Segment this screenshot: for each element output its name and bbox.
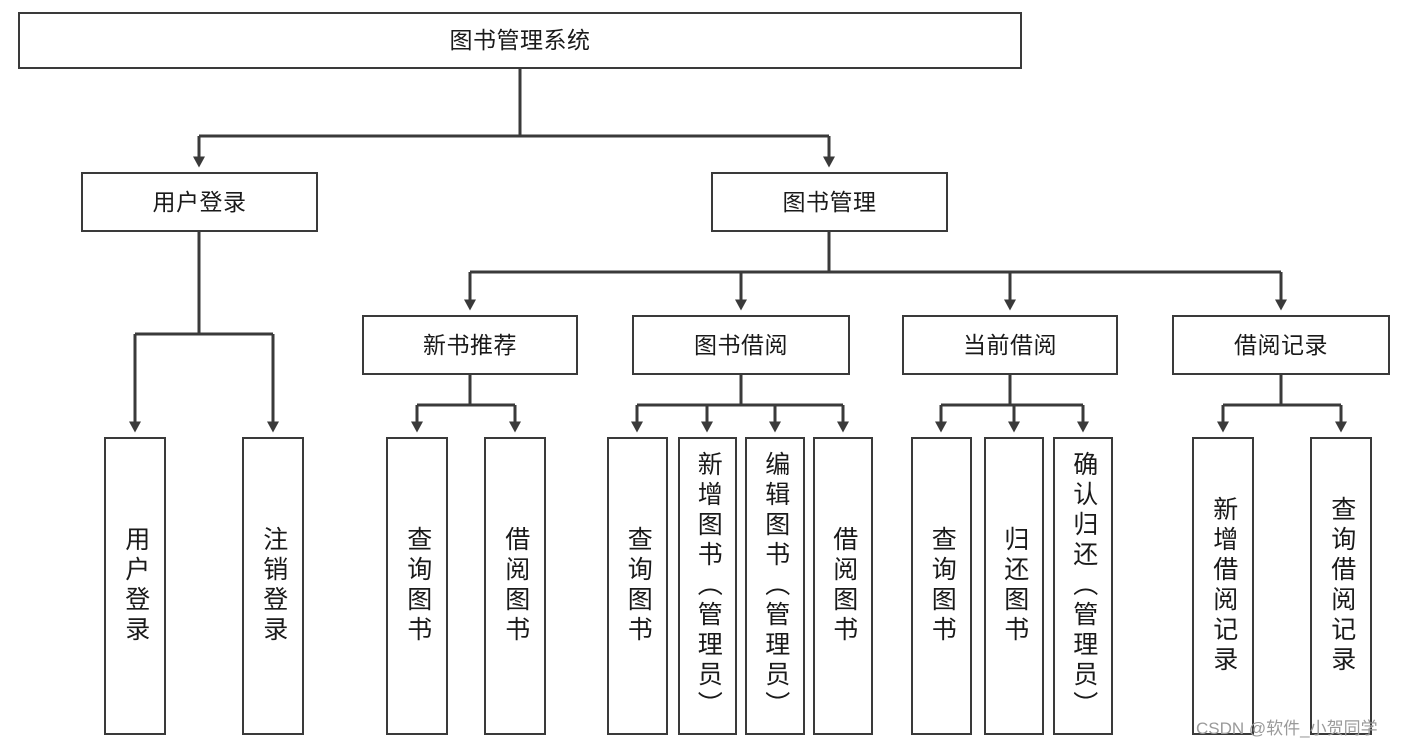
node-leaf-query-book-1[interactable]: 查询图书 (386, 437, 448, 735)
node-root-label: 图书管理系统 (449, 27, 591, 54)
node-leaf-query-record[interactable]: 查询借阅记录 (1310, 437, 1372, 735)
node-leaf-borrow-book-2-label: 借阅图书 (829, 526, 858, 646)
csdn-watermark: CSDN @软件_小贺同学 (1196, 719, 1378, 738)
node-leaf-edit-book-label: 编辑图书（管理员） (761, 451, 790, 721)
node-leaf-edit-book[interactable]: 编辑图书（管理员） (745, 437, 805, 735)
node-user-login[interactable]: 用户登录 (81, 172, 318, 232)
node-leaf-borrow-book-2[interactable]: 借阅图书 (813, 437, 873, 735)
node-borrow-record-label: 借阅记录 (1234, 331, 1328, 358)
node-user-login-label: 用户登录 (152, 188, 247, 215)
node-leaf-add-record[interactable]: 新增借阅记录 (1192, 437, 1254, 735)
node-leaf-return-book[interactable]: 归还图书 (984, 437, 1044, 735)
node-leaf-query-book-1-label: 查询图书 (403, 526, 432, 646)
node-leaf-query-record-label: 查询借阅记录 (1327, 496, 1356, 676)
node-leaf-confirm-return-label: 确认归还（管理员） (1069, 451, 1098, 721)
node-leaf-query-book-3-label: 查询图书 (928, 526, 957, 646)
node-borrow-record[interactable]: 借阅记录 (1172, 315, 1390, 375)
node-leaf-logout-login[interactable]: 注销登录 (242, 437, 304, 735)
node-leaf-borrow-book-1[interactable]: 借阅图书 (484, 437, 546, 735)
node-new-book-rec[interactable]: 新书推荐 (362, 315, 578, 375)
node-leaf-user-login-label: 用户登录 (121, 526, 150, 646)
node-book-borrow[interactable]: 图书借阅 (632, 315, 850, 375)
node-root[interactable]: 图书管理系统 (18, 12, 1022, 69)
node-leaf-return-book-label: 归还图书 (1000, 526, 1029, 646)
node-leaf-add-book[interactable]: 新增图书（管理员） (678, 437, 737, 735)
node-book-borrow-label: 图书借阅 (694, 331, 788, 358)
node-leaf-query-book-2[interactable]: 查询图书 (607, 437, 668, 735)
node-leaf-user-login[interactable]: 用户登录 (104, 437, 166, 735)
node-leaf-query-book-2-label: 查询图书 (624, 526, 653, 646)
node-current-borrow[interactable]: 当前借阅 (902, 315, 1118, 375)
node-leaf-borrow-book-1-label: 借阅图书 (501, 526, 530, 646)
node-book-manage-label: 图书管理 (782, 188, 877, 215)
node-leaf-add-record-label: 新增借阅记录 (1209, 496, 1238, 676)
node-leaf-logout-login-label: 注销登录 (259, 526, 288, 646)
node-leaf-confirm-return[interactable]: 确认归还（管理员） (1053, 437, 1113, 735)
node-book-manage[interactable]: 图书管理 (711, 172, 948, 232)
node-leaf-add-book-label: 新增图书（管理员） (694, 451, 723, 721)
node-new-book-rec-label: 新书推荐 (423, 331, 517, 358)
node-current-borrow-label: 当前借阅 (963, 331, 1057, 358)
node-leaf-query-book-3[interactable]: 查询图书 (911, 437, 972, 735)
